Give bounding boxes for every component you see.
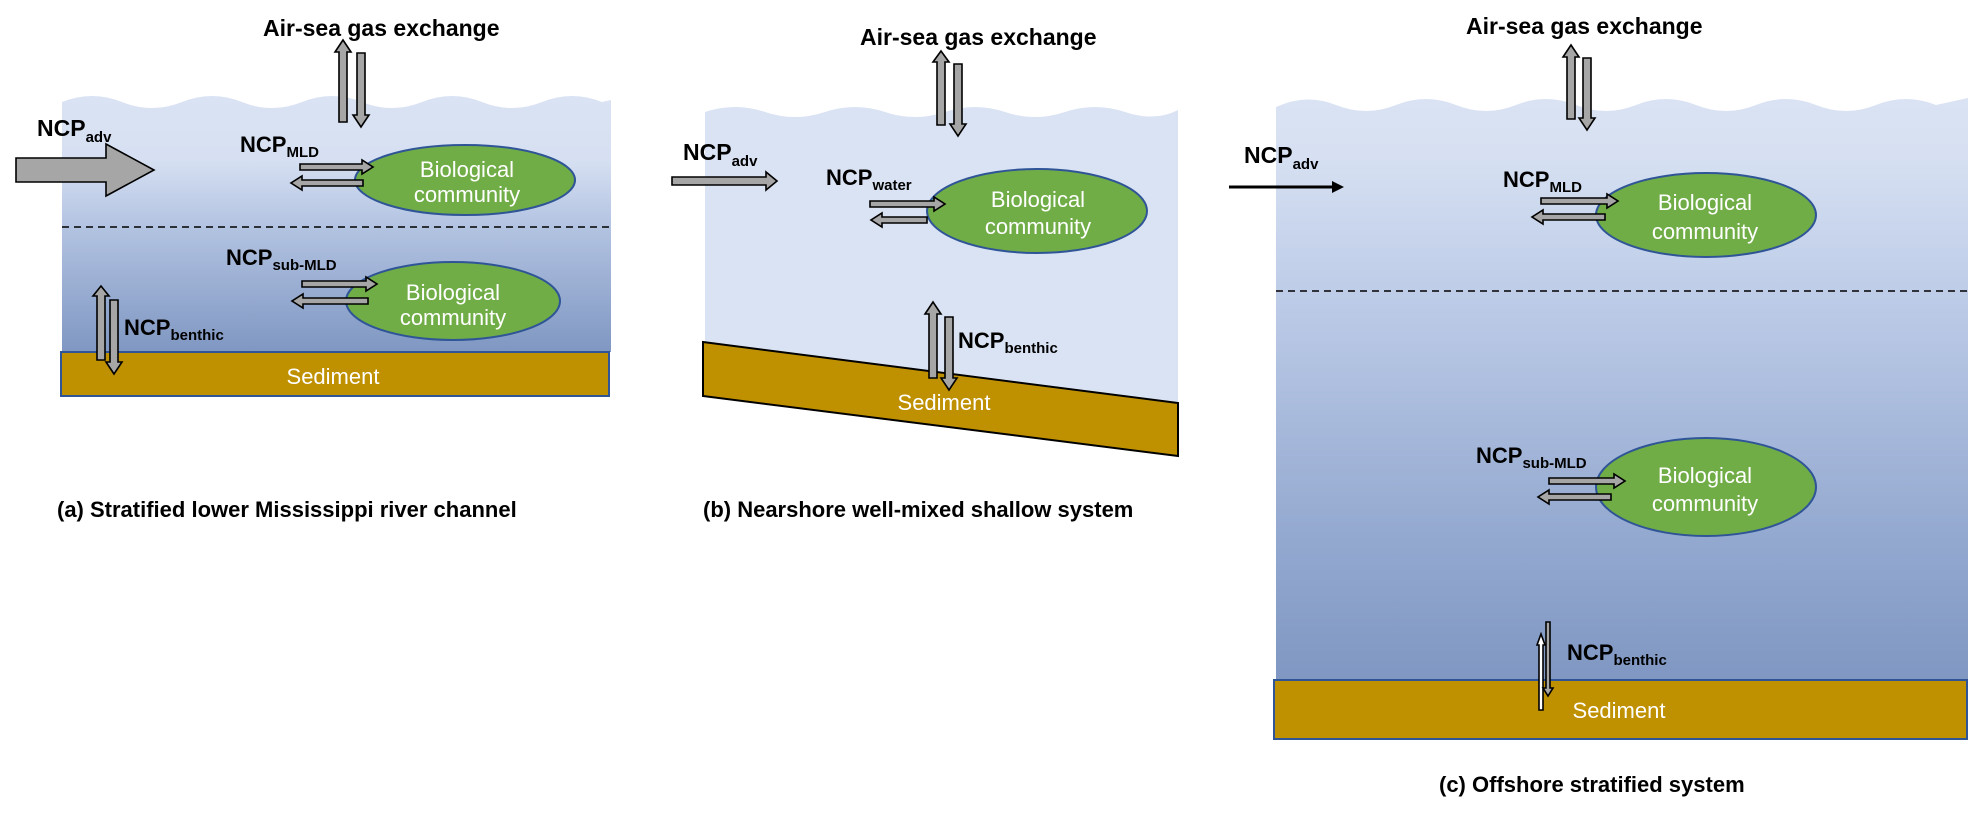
benthic-down-arrow xyxy=(104,299,124,376)
ncp-benthic-label: NCPbenthic xyxy=(1567,640,1667,669)
panel-a: Sediment Air-sea gas exchange NCPadv Bio… xyxy=(15,15,611,522)
ncp-adv-label: NCPadv xyxy=(1244,142,1319,173)
bio-label-line1: Biological xyxy=(1658,463,1752,488)
bio-label-line2: community xyxy=(985,214,1091,239)
advection-arrow xyxy=(15,142,156,198)
bio-label-line1: Biological xyxy=(420,157,514,182)
bio-label-line2: community xyxy=(1652,219,1758,244)
sediment-layer xyxy=(1273,679,1968,740)
advection-arrow xyxy=(671,170,779,192)
panel-caption: (c) Offshore stratified system xyxy=(1439,772,1745,797)
exchange-left-arrow xyxy=(1536,488,1612,506)
air-sea-label: Air-sea gas exchange xyxy=(860,24,1097,50)
exchange-right-arrow xyxy=(869,195,947,213)
biological-community xyxy=(926,168,1148,254)
bio-label-line1: Biological xyxy=(406,280,500,305)
air-sea-up-arrow xyxy=(931,49,951,126)
exchange-right-arrow xyxy=(301,275,379,293)
benthic-up-arrow xyxy=(1535,631,1547,711)
ncp-benthic-label: NCPbenthic xyxy=(958,328,1058,357)
ncp-mld-label: NCPMLD xyxy=(240,132,319,161)
benthic-up-arrow xyxy=(91,284,111,361)
bio-label-line2: community xyxy=(400,305,506,330)
sediment-layer xyxy=(702,340,1179,458)
panel-b: Sediment Air-sea gas exchange NCPadv Bio… xyxy=(671,24,1179,522)
ncp-adv-label: NCPadv xyxy=(683,139,758,170)
ncp-sub-mld-label: NCPsub-MLD xyxy=(226,245,337,274)
exchange-left-arrow xyxy=(290,292,369,310)
exchange-right-arrow xyxy=(1548,472,1627,490)
bio-label-line1: Biological xyxy=(991,187,1085,212)
panel-caption: (a) Stratified lower Mississippi river c… xyxy=(57,497,517,522)
bio-label-line2: community xyxy=(1652,491,1758,516)
water-column xyxy=(1276,98,1968,680)
sediment-label: Sediment xyxy=(287,364,380,389)
air-sea-down-arrow xyxy=(948,63,968,138)
biological-community-upper xyxy=(1595,172,1817,258)
exchange-left-arrow xyxy=(1530,208,1606,226)
benthic-down-arrow xyxy=(1541,621,1555,698)
ncp-benthic-label: NCPbenthic xyxy=(124,315,224,344)
exchange-left-arrow xyxy=(289,174,364,192)
air-sea-label: Air-sea gas exchange xyxy=(1466,13,1703,39)
air-sea-up-arrow xyxy=(1561,43,1581,120)
sediment-layer xyxy=(60,351,610,397)
ncp-adv-label: NCPadv xyxy=(37,115,112,146)
ncp-sub-mld-label: NCPsub-MLD xyxy=(1476,443,1587,472)
biological-community-lower xyxy=(1595,437,1817,537)
exchange-right-arrow xyxy=(1540,192,1620,210)
panel-c: Sediment Air-sea gas exchange NCPadv Bio… xyxy=(1229,13,1968,797)
exchange-right-arrow xyxy=(299,158,375,176)
air-sea-label: Air-sea gas exchange xyxy=(263,15,500,41)
ncp-mld-label: NCPMLD xyxy=(1503,167,1582,196)
sediment-label: Sediment xyxy=(1573,698,1666,723)
sediment-label: Sediment xyxy=(898,390,991,415)
ncp-water-label: NCPwater xyxy=(826,165,912,194)
panel-caption: (b) Nearshore well-mixed shallow system xyxy=(703,497,1133,522)
bio-label-line2: community xyxy=(414,182,520,207)
air-sea-down-arrow xyxy=(1577,57,1597,132)
exchange-left-arrow xyxy=(869,211,928,229)
advection-arrowhead-icon xyxy=(1332,181,1344,193)
bio-label-line1: Biological xyxy=(1658,190,1752,215)
air-sea-down-arrow xyxy=(351,52,371,129)
benthic-down-arrow xyxy=(939,316,959,392)
benthic-up-arrow xyxy=(923,300,943,379)
air-sea-up-arrow xyxy=(333,38,353,123)
